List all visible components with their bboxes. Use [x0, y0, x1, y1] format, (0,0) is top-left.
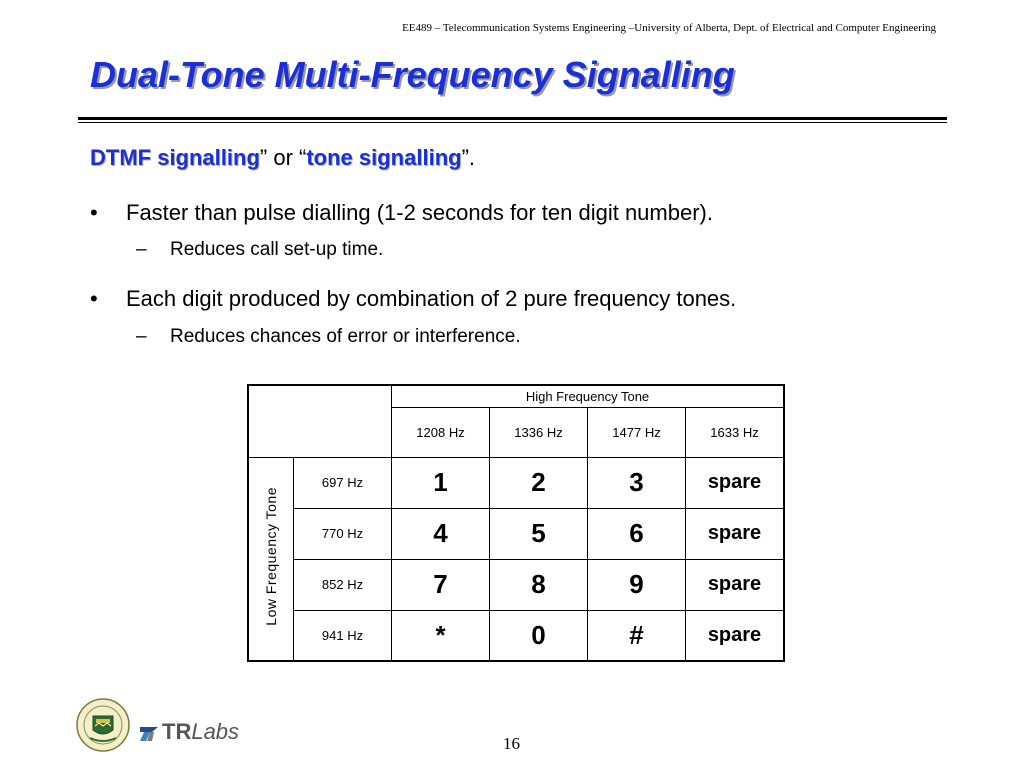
dtmf-table: High Frequency Tone 1208 Hz 1336 Hz 1477…: [247, 384, 785, 662]
key-cell: 9: [587, 558, 686, 611]
key-cell: 4: [391, 507, 490, 560]
course-header: EE489 – Telecommunication Systems Engine…: [402, 22, 936, 34]
low-freq-cell: 941 Hz: [293, 609, 392, 662]
key-cell: spare: [685, 558, 785, 611]
sub-dash: –: [136, 326, 147, 347]
low-frequency-header-cell: Low Frequency Tone: [247, 456, 294, 662]
low-freq-cell: 852 Hz: [293, 558, 392, 611]
key-cell: spare: [685, 456, 785, 509]
table-corner: [247, 384, 392, 458]
title-rule-thin: [78, 122, 947, 123]
slide-title: Dual-Tone Multi-Frequency Signalling: [90, 54, 735, 95]
intro-end: ”.: [461, 145, 476, 170]
intro-line: DTMF signalling” or “tone signalling”.: [90, 145, 475, 171]
key-cell: *: [391, 609, 490, 662]
key-cell: #: [587, 609, 686, 662]
bullet-item: • Each digit produced by combination of 2…: [90, 286, 736, 312]
sub-bullet-text: Reduces call set-up time.: [170, 239, 384, 260]
key-cell: 1: [391, 456, 490, 509]
low-frequency-header: Low Frequency Tone: [263, 486, 279, 626]
key-cell: spare: [685, 507, 785, 560]
bullet-item: • Faster than pulse dialling (1-2 seconds…: [90, 200, 713, 226]
page-number: 16: [503, 734, 520, 753]
sub-dash: –: [136, 239, 147, 260]
key-cell: 0: [489, 609, 588, 662]
bullet-text: Faster than pulse dialling (1-2 seconds …: [126, 200, 713, 225]
bullet-dot: •: [90, 286, 98, 311]
key-cell: 8: [489, 558, 588, 611]
quote-close: ”: [259, 145, 268, 170]
high-frequency-header: High Frequency Tone: [391, 384, 785, 408]
university-of-alberta-seal-icon: [76, 698, 130, 752]
low-freq-cell: 770 Hz: [293, 507, 392, 560]
trlabs-labs: Labs: [191, 719, 240, 744]
high-freq-cell: 1208 Hz: [391, 406, 490, 458]
sub-bullet-item: – Reduces chances of error or interferenc…: [136, 326, 521, 348]
title-rule-thick: [78, 117, 947, 120]
bullet-dot: •: [90, 200, 98, 225]
bullet-text: Each digit produced by combination of 2 …: [126, 286, 737, 311]
key-cell: 7: [391, 558, 490, 611]
term-tone: tone signalling: [306, 145, 462, 170]
term-dtmf: DTMF signalling: [90, 145, 260, 170]
trlabs-tr: TR: [162, 719, 192, 744]
key-cell: 6: [587, 507, 686, 560]
high-freq-cell: 1336 Hz: [489, 406, 588, 458]
key-cell: 2: [489, 456, 588, 509]
high-freq-cell: 1633 Hz: [685, 406, 785, 458]
sub-bullet-item: – Reduces call set-up time.: [136, 239, 383, 261]
trlabs-mark-icon: [140, 727, 158, 741]
high-freq-cell: 1477 Hz: [587, 406, 686, 458]
key-cell: 3: [587, 456, 686, 509]
low-freq-cell: 697 Hz: [293, 456, 392, 509]
key-cell: 5: [489, 507, 588, 560]
or-text: or “: [267, 145, 307, 170]
key-cell: spare: [685, 609, 785, 662]
sub-bullet-text: Reduces chances of error or interference…: [170, 326, 521, 347]
